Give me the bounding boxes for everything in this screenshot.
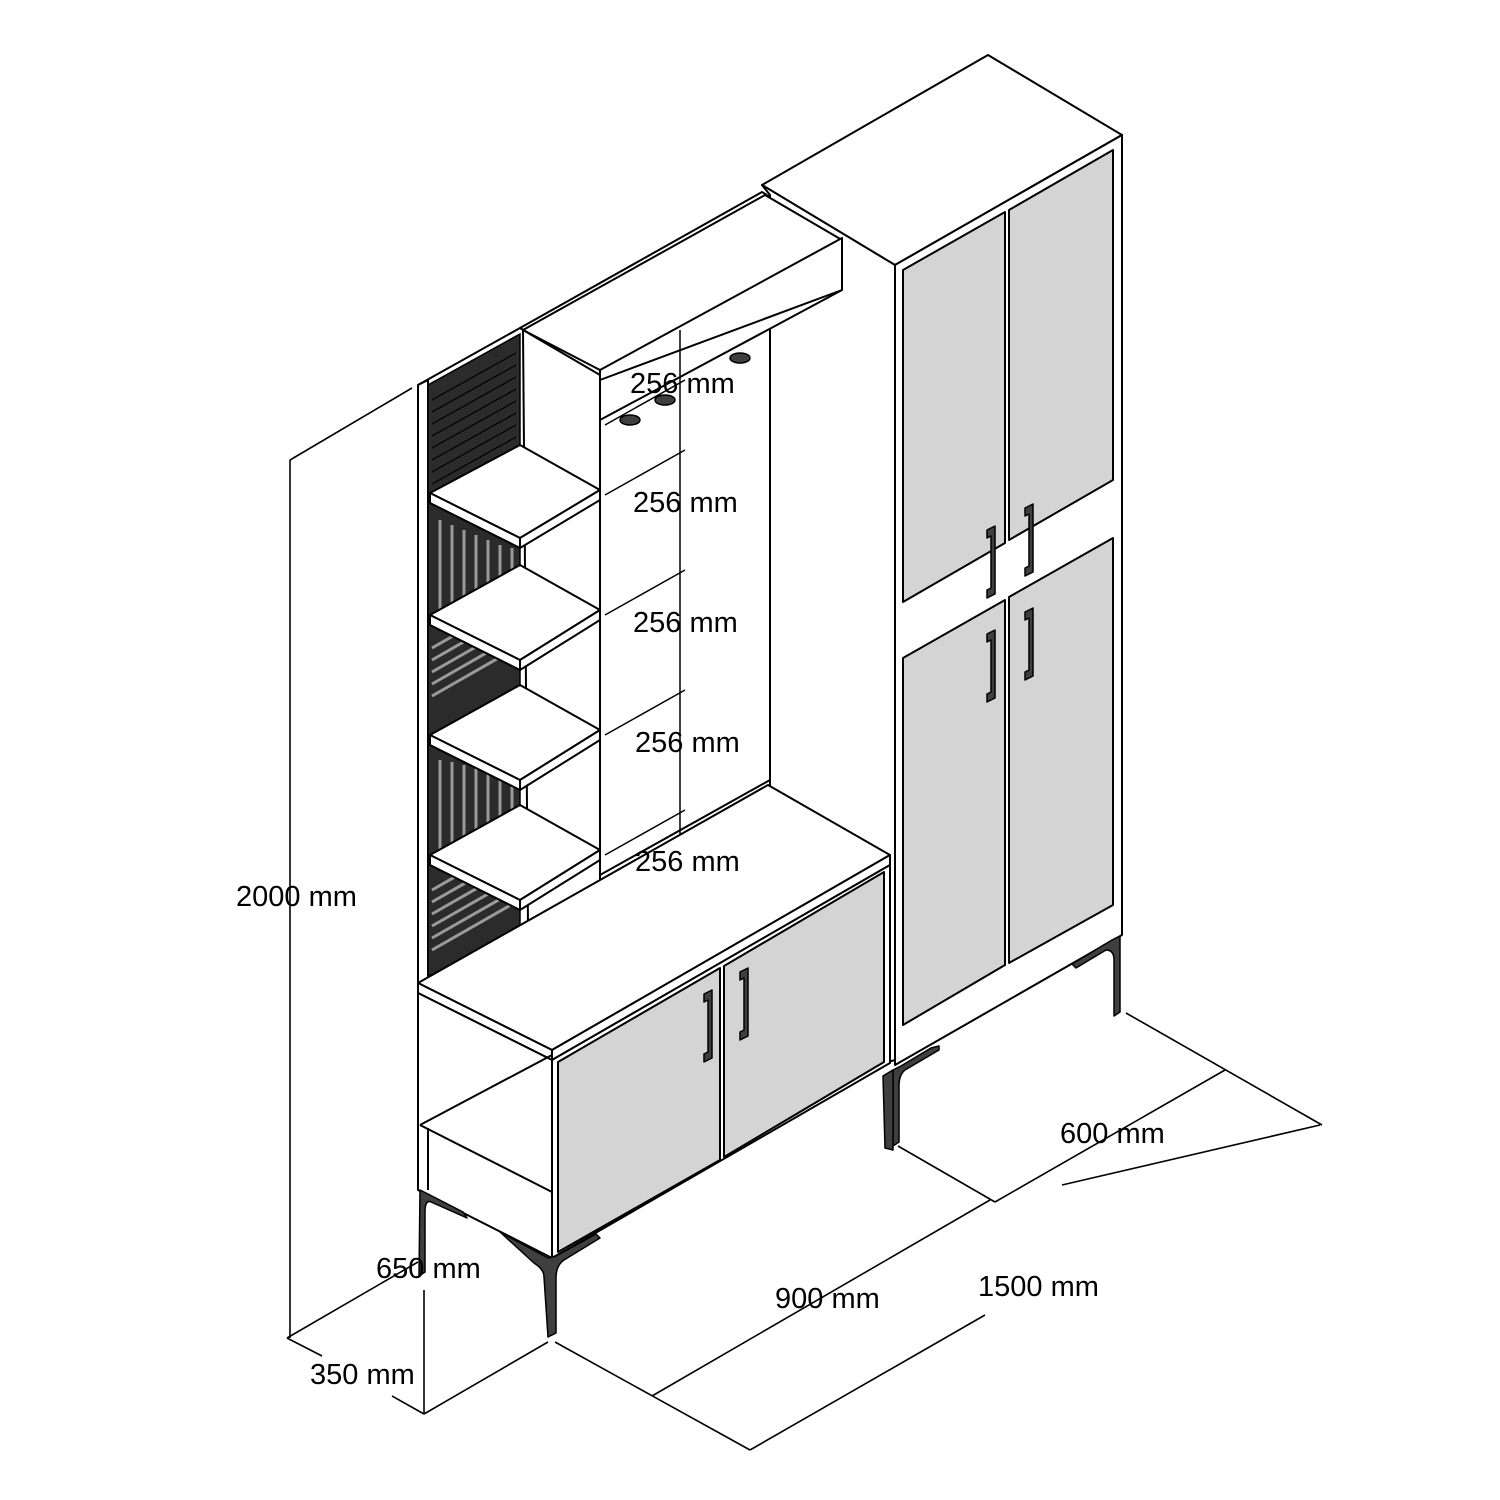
wardrobe-door-top-right[interactable] (1008, 149, 1114, 541)
depth-label: 350 mm (310, 1359, 415, 1391)
total-height-label: 2000 mm (236, 881, 357, 913)
shelf-spacing-label-5: 256 mm (635, 846, 740, 878)
shelf-spacing-label-1: 256 mm (630, 368, 735, 400)
shelf-spacing-label-2: 256 mm (633, 487, 738, 519)
handle-icon (986, 525, 996, 599)
handle-icon (986, 629, 996, 703)
leg-icon (499, 1231, 601, 1338)
wardrobe-door-bottom-left[interactable] (902, 599, 1006, 1026)
leg-icon (1071, 935, 1121, 1017)
handle-icon (739, 967, 749, 1041)
handle-icon (1024, 503, 1034, 577)
leg-icon (418, 1189, 468, 1277)
shelf-spacing-label-4: 256 mm (635, 727, 740, 759)
sideboard (417, 784, 891, 1338)
shelf-dimension-lines (604, 330, 686, 920)
sideboard-width-label: 900 mm (775, 1283, 880, 1315)
wardrobe-door-top-left[interactable] (902, 211, 1006, 603)
sideboard-door-right[interactable] (723, 871, 885, 1158)
wardrobe-handles (986, 503, 1034, 703)
leg-icon (882, 1069, 894, 1151)
wardrobe-legs (882, 935, 1121, 1151)
shelf-unit (417, 191, 843, 986)
leg-icon (892, 1045, 940, 1147)
dimension-lines (286, 387, 1323, 1451)
handle-icon (1024, 607, 1034, 681)
shelf-spacing-label-3: 256 mm (633, 607, 738, 639)
handle-icon (703, 989, 713, 1063)
wardrobe-doors (902, 149, 1114, 1026)
sideboard-door-left[interactable] (557, 967, 721, 1253)
shelves (429, 444, 601, 911)
wardrobe-width-label: 600 mm (1060, 1118, 1165, 1150)
wardrobe-door-bottom-right[interactable] (1008, 537, 1114, 964)
sideboard-height-label: 650 mm (376, 1253, 481, 1285)
total-width-label: 1500 mm (978, 1271, 1099, 1303)
